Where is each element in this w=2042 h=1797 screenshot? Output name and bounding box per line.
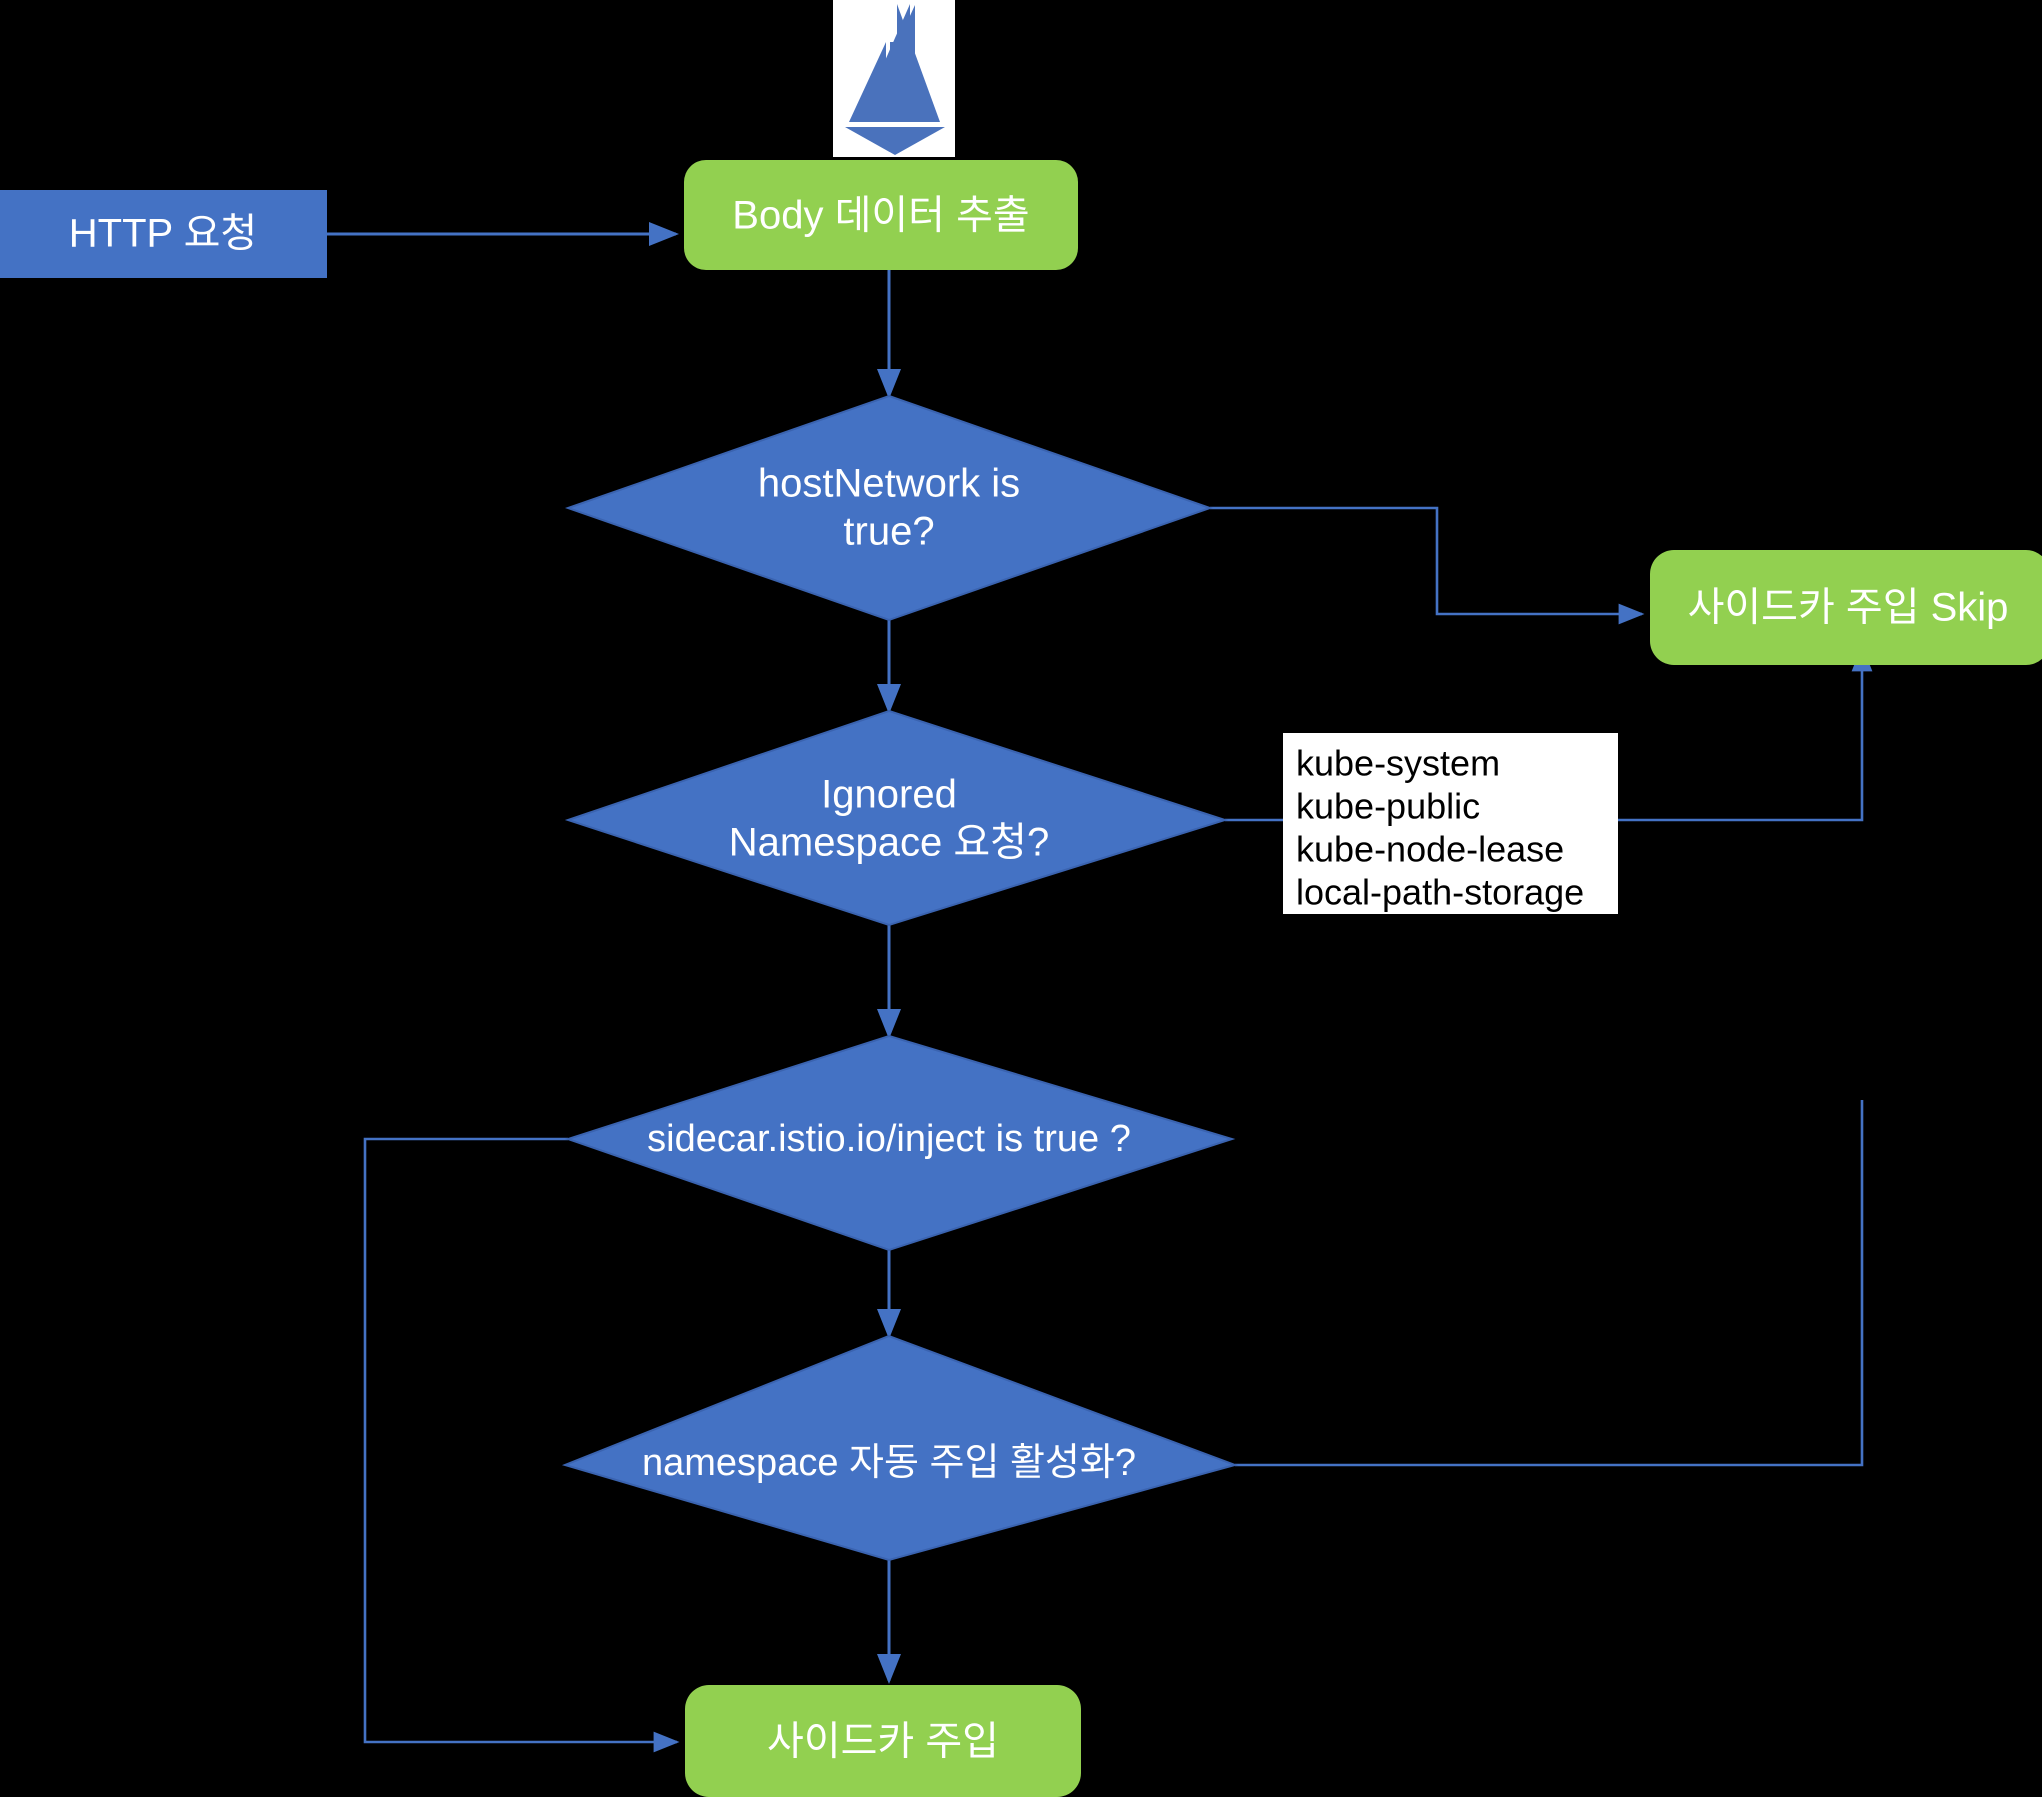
node-namespace-auto-inject-decision[interactable]: namespace 자동 주입 활성화? [561, 1334, 1239, 1562]
node-extract-body-label: Body 데이터 추출 [732, 194, 1029, 238]
node-http-request[interactable]: HTTP 요청 [0, 190, 327, 278]
edge-hostnetwork-to-skip [1210, 506, 1645, 625]
edge-sidecarlabel-to-inject [363, 1137, 680, 1753]
node-do-injection-label: 사이드카 주입 [767, 1720, 999, 1764]
edge-nsauto-to-skip [1235, 1100, 1864, 1467]
note-line-4: local-path-storage [1296, 872, 1584, 913]
node-sidecar-label-decision[interactable]: sidecar.istio.io/inject is true ? [564, 1034, 1236, 1252]
istio-logo [833, 0, 955, 157]
node-ignored-namespace-label-line2: Namespace 요청? [729, 821, 1049, 865]
node-namespace-auto-inject-label: namespace 자동 주입 활성화? [642, 1442, 1136, 1484]
ignored-namespaces-note: kube-system kube-public kube-node-lease … [1283, 733, 1618, 914]
node-extract-body[interactable]: Body 데이터 추출 [684, 160, 1078, 270]
node-hostnetwork-label-line2: true? [843, 510, 934, 554]
note-line-1: kube-system [1296, 743, 1500, 784]
node-do-injection[interactable]: 사이드카 주입 [685, 1685, 1081, 1797]
node-http-request-label: HTTP 요청 [69, 212, 257, 256]
node-sidecar-label-text: sidecar.istio.io/inject is true ? [647, 1118, 1131, 1160]
node-hostnetwork-decision[interactable]: hostNetwork is true? [564, 394, 1214, 622]
node-skip-injection-label: 사이드카 주입 Skip [1688, 586, 2009, 630]
node-skip-injection[interactable]: 사이드카 주입 Skip [1650, 550, 2042, 665]
node-ignored-namespace-label-line1: Ignored [821, 773, 957, 817]
note-line-2: kube-public [1296, 786, 1480, 827]
note-line-3: kube-node-lease [1296, 829, 1564, 870]
node-ignored-namespace-decision[interactable]: Ignored Namespace 요청? [564, 709, 1229, 927]
node-hostnetwork-label-line1: hostNetwork is [758, 462, 1020, 506]
